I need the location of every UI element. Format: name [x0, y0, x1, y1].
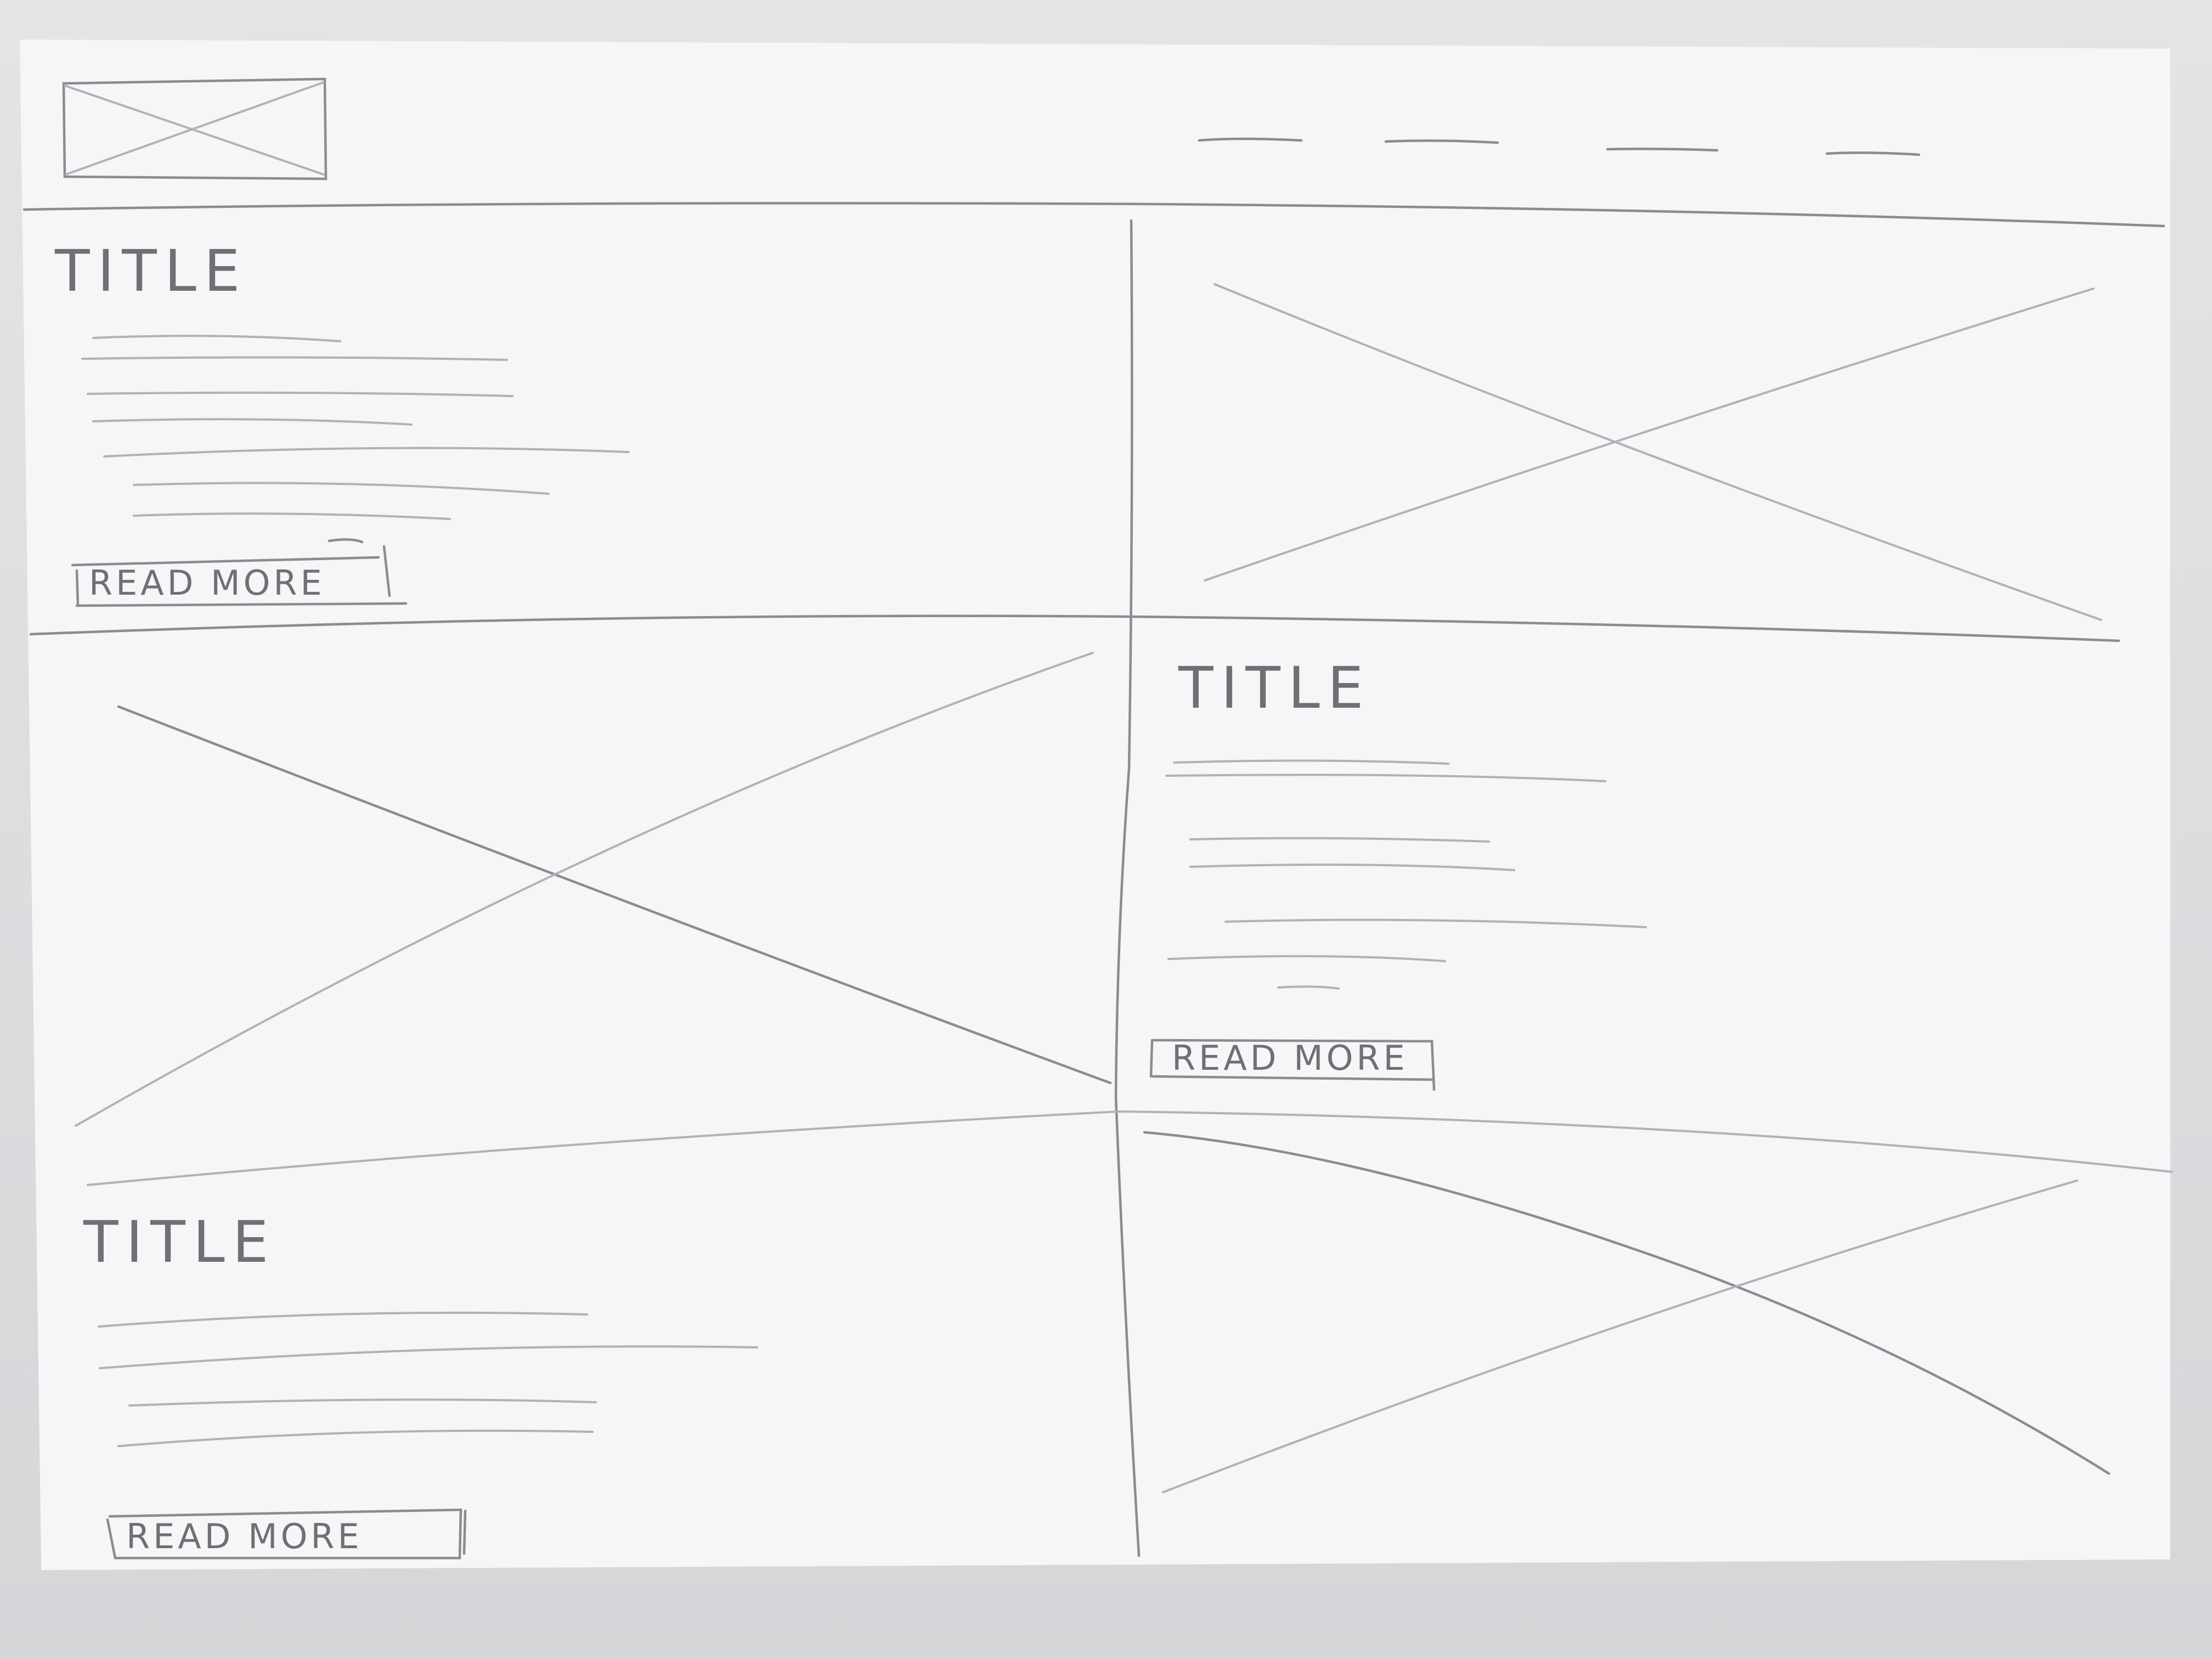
body-text-lines [1165, 759, 1647, 990]
nav-link-3[interactable] [1606, 148, 1719, 152]
row-divider-1 [29, 614, 2120, 642]
read-more-button[interactable]: READ MORE [1149, 1038, 1436, 1091]
column-divider [1114, 219, 1141, 1558]
read-more-button[interactable]: READ MORE [71, 538, 408, 607]
section-1: TITLE READ MORE [54, 238, 630, 607]
image-placeholder-icon[interactable] [75, 652, 1112, 1127]
read-more-label: READ MORE [126, 1516, 363, 1556]
image-placeholder-icon[interactable] [1204, 283, 2102, 621]
nav-links [1198, 137, 1921, 156]
section-title: TITLE [1178, 654, 1371, 721]
section-title: TITLE [54, 238, 247, 304]
nav-link-1[interactable] [1198, 137, 1303, 142]
nav-link-4[interactable] [1825, 151, 1921, 156]
header-divider [22, 202, 2165, 228]
nav-link-2[interactable] [1384, 139, 1499, 144]
logo-placeholder-icon[interactable] [62, 77, 328, 180]
header [22, 77, 2165, 228]
image-placeholder-icon[interactable] [1143, 1131, 2111, 1493]
body-text-lines [98, 1311, 758, 1447]
read-more-label: READ MORE [89, 563, 325, 603]
read-more-button[interactable]: READ MORE [106, 1508, 467, 1560]
paper-sheet [20, 40, 2170, 1570]
section-3: TITLE READ MORE [83, 1209, 758, 1560]
body-text-lines [81, 335, 630, 520]
section-title: TITLE [83, 1209, 276, 1276]
read-more-label: READ MORE [1172, 1038, 1408, 1078]
row-divider-2 [87, 1110, 2172, 1186]
section-2: TITLE READ MORE [1149, 654, 1647, 1091]
